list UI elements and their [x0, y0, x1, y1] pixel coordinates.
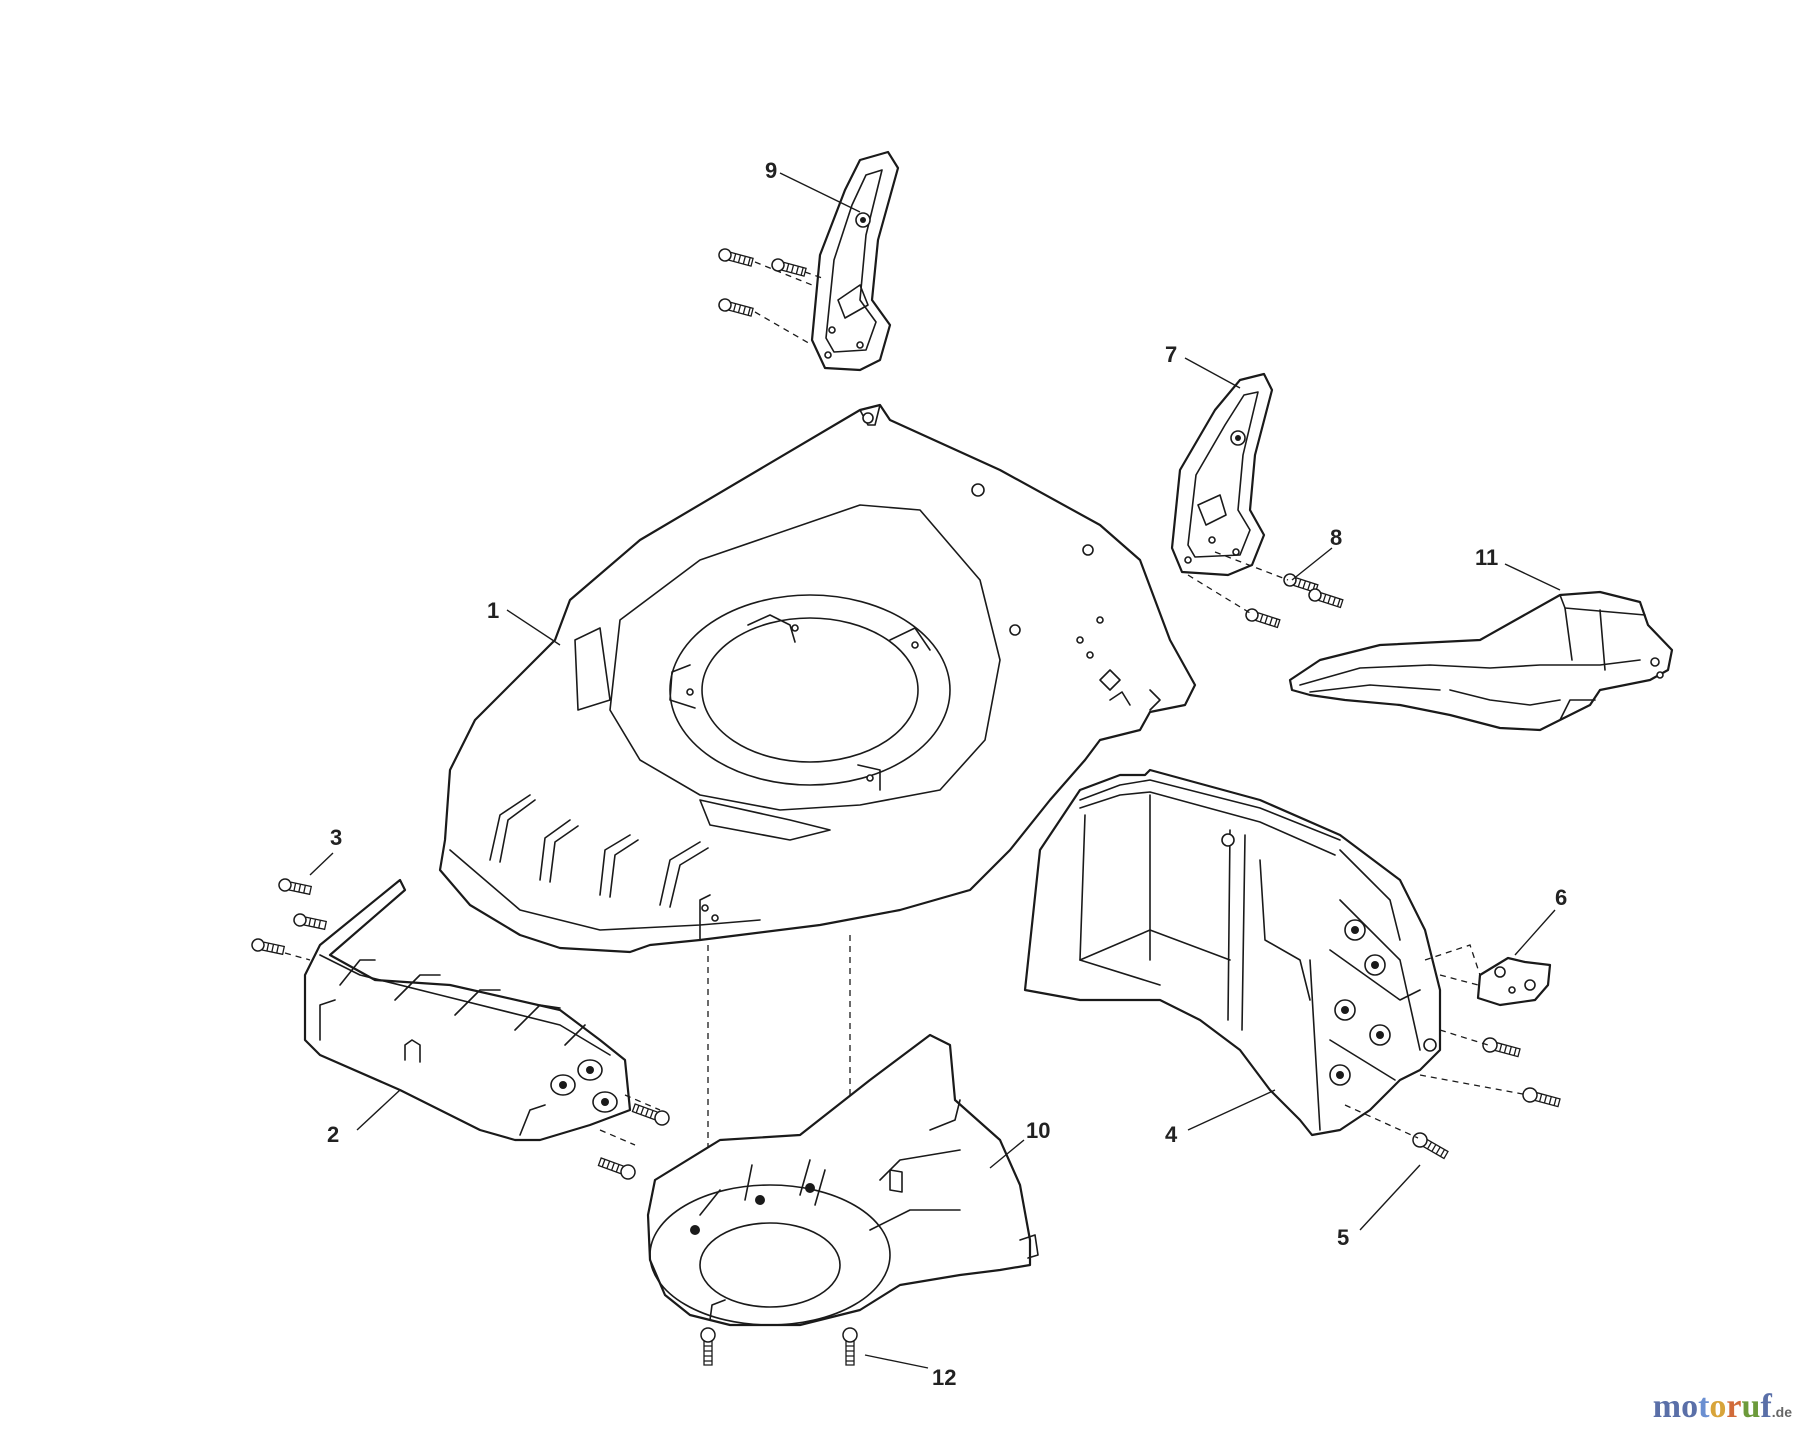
screw-group-part-3 [251, 878, 661, 1146]
part-10-discharge-guide[interactable] [646, 1033, 1039, 1327]
screw-group-part-9 [718, 248, 823, 346]
callout-1: 1 [487, 598, 499, 623]
part-9-handle-bracket-left[interactable] [810, 150, 900, 372]
screw-group-part-12 [700, 1327, 858, 1366]
watermark-brand: motoruf [1652, 1388, 1772, 1425]
watermark-logo: motoruf.de [1653, 1388, 1792, 1426]
alignment-lines-deck-to-guide [707, 935, 851, 1300]
leader-lines [309, 172, 1561, 1369]
part-6-mounting-plate[interactable] [1424, 944, 1552, 1007]
callout-12: 12 [932, 1365, 956, 1390]
callout-4: 4 [1165, 1122, 1178, 1147]
callout-2: 2 [327, 1122, 339, 1147]
part-7-handle-bracket-right[interactable] [1170, 372, 1274, 577]
callout-8: 8 [1330, 525, 1342, 550]
callout-10: 10 [1026, 1118, 1050, 1143]
callout-5: 5 [1337, 1225, 1349, 1250]
part-1-mower-deck[interactable] [438, 403, 1197, 954]
watermark-tld: .de [1771, 1404, 1792, 1420]
part-4-rear-housing[interactable] [1023, 768, 1442, 1137]
part-11-rear-flap[interactable] [1288, 590, 1674, 732]
callout-11: 11 [1475, 545, 1498, 570]
callout-3: 3 [330, 825, 342, 850]
screw-group-part-5 [1344, 1029, 1561, 1160]
callout-7: 7 [1165, 342, 1177, 367]
callout-labels: 9 7 8 11 1 3 6 2 4 10 5 12 [327, 158, 1567, 1390]
callout-9: 9 [765, 158, 777, 183]
screw-group-part-8 [1187, 551, 1344, 629]
screw-group-center [597, 1103, 670, 1180]
callout-6: 6 [1555, 885, 1567, 910]
